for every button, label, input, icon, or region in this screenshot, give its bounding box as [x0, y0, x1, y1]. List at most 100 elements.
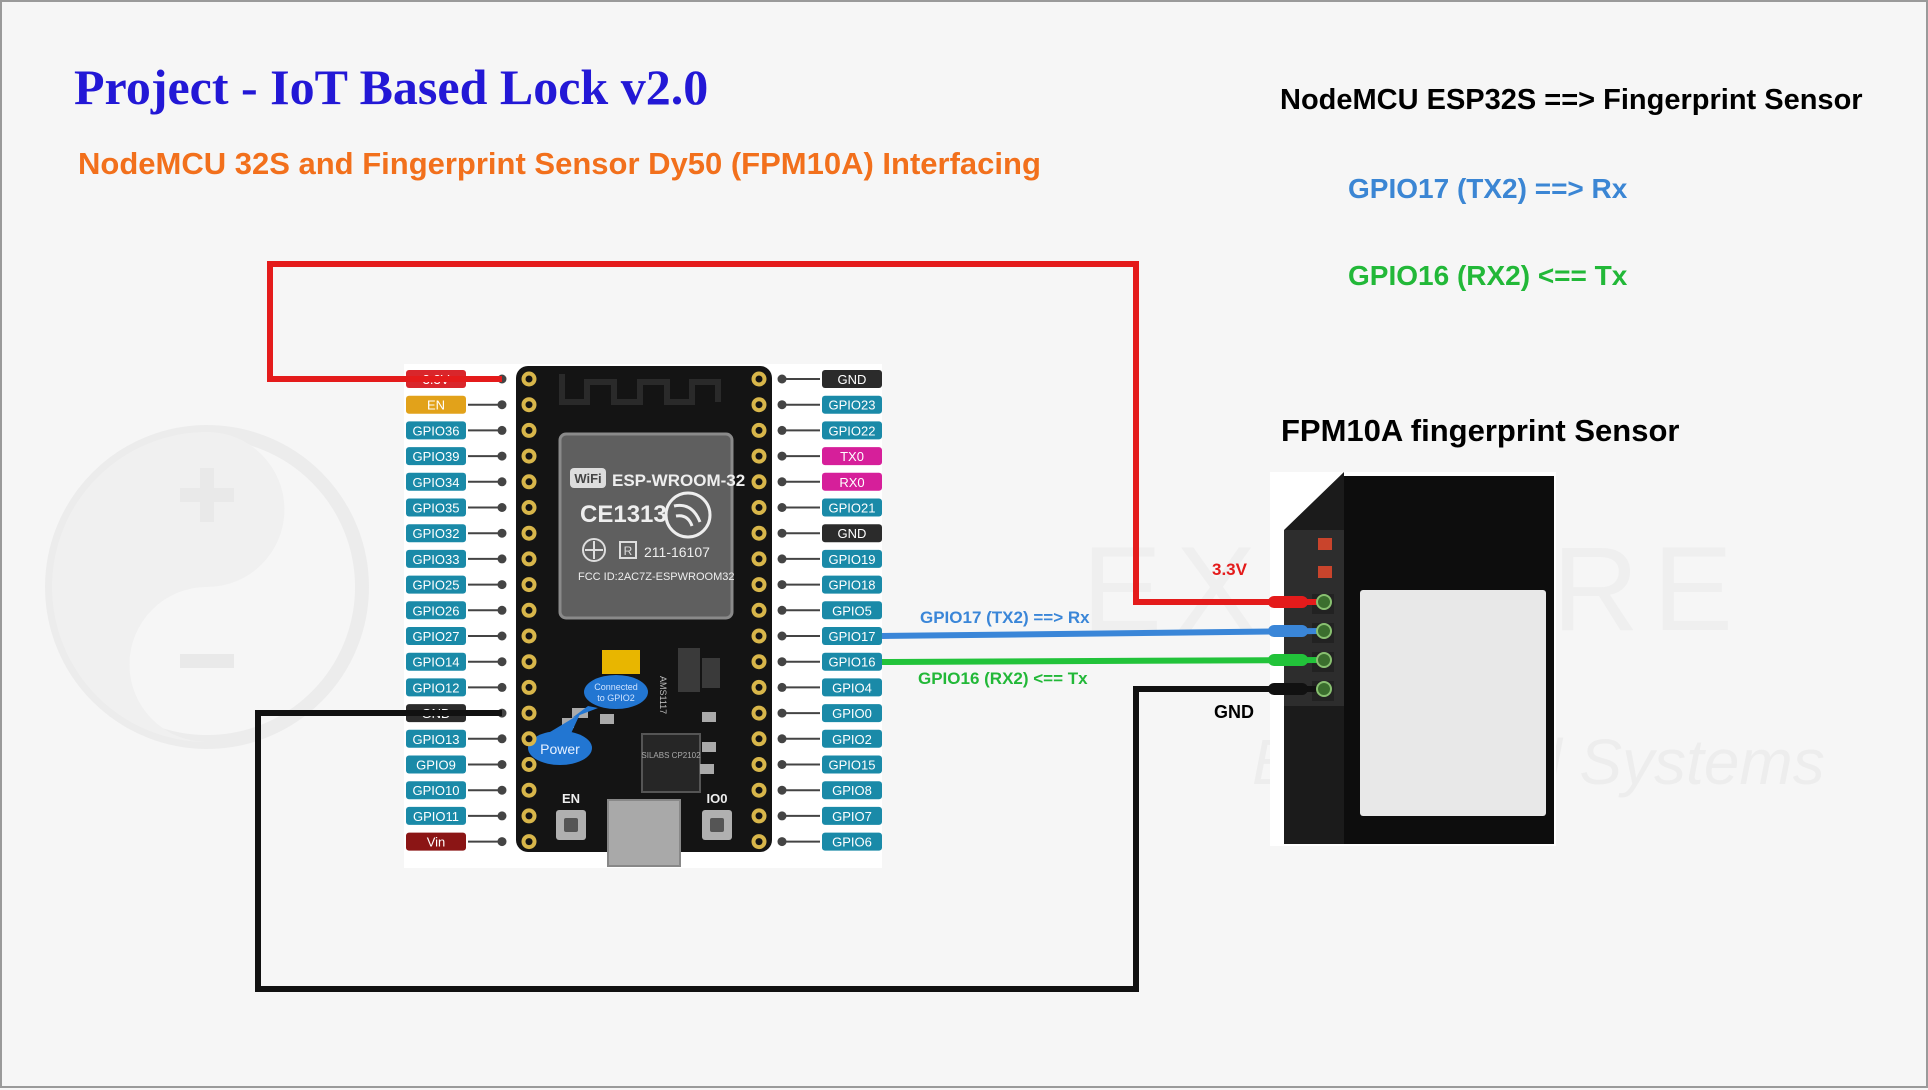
left-pin-label: GPIO9: [416, 758, 456, 773]
wire-power: [267, 261, 1320, 608]
io0-button-label: IO0: [707, 791, 728, 806]
right-pin-label: GPIO4: [832, 680, 872, 695]
right-pin-3: TX0: [751, 447, 882, 466]
wifi-icon: WiFi: [574, 471, 601, 486]
left-pin-header: 3.3VENGPIO36GPIO39GPIO34GPIO35GPIO32GPIO…: [406, 370, 537, 851]
left-pin-1: EN: [406, 395, 537, 414]
left-pin-12: GPIO12: [406, 678, 537, 697]
usb-chip-label: SILABS CP2102: [641, 751, 701, 760]
callout-power: Power: [528, 714, 592, 765]
gnd-wire-label: GND: [1214, 702, 1254, 722]
wire-tx: [881, 625, 1321, 639]
usb-uart-chip: [641, 733, 701, 793]
right-pin-label: GPIO15: [829, 758, 876, 773]
fcc-id: FCC ID:2AC7Z-ESPWROOM32: [578, 571, 734, 583]
right-pin-label: GND: [838, 372, 867, 387]
right-pin-label: GPIO16: [829, 655, 876, 670]
right-pin-12: GPIO4: [751, 678, 882, 697]
right-pin-7: GPIO19: [751, 549, 882, 568]
right-pin-label: GPIO6: [832, 835, 872, 850]
usb-port: [607, 799, 681, 867]
left-pin-label: GPIO27: [413, 629, 460, 644]
left-pin-11: GPIO14: [406, 652, 537, 671]
right-pin-17: GPIO7: [751, 806, 882, 825]
sensor-title: FPM10A fingerprint Sensor: [1281, 413, 1680, 448]
right-pin-label: TX0: [840, 449, 864, 464]
power-wire-label: 3.3V: [1212, 560, 1247, 579]
right-pin-label: GND: [838, 526, 867, 541]
left-pin-4: GPIO34: [406, 472, 537, 491]
right-pin-label: GPIO18: [829, 578, 876, 593]
left-pin-3: GPIO39: [406, 447, 537, 466]
espressif-logo-icon: [664, 491, 712, 539]
left-pin-6: GPIO32: [406, 524, 537, 543]
mapping-tx-line: GPIO17 (TX2) ==> Rx: [1348, 173, 1628, 204]
left-pin-label: GPIO12: [413, 680, 460, 695]
page-title: Project - IoT Based Lock v2.0: [74, 59, 709, 115]
right-pin-label: GPIO8: [832, 783, 872, 798]
right-pin-label: GPIO7: [832, 809, 872, 824]
led-component: [602, 650, 640, 674]
mapping-rx-line: GPIO16 (RX2) <== Tx: [1348, 260, 1628, 291]
right-pin-6: GND: [751, 524, 882, 543]
right-pin-14: GPIO2: [751, 729, 882, 748]
right-pin-header: GNDGPIO23GPIO22TX0RX0GPIO21GNDGPIO19GPIO…: [751, 370, 882, 851]
left-pin-17: GPIO11: [406, 806, 537, 825]
left-pin-label: GPIO14: [413, 655, 460, 670]
callout-connected-gpio2: Connected to GPIO2: [572, 675, 648, 718]
right-pin-18: GPIO6: [751, 832, 882, 851]
left-pin-label: Vin: [427, 835, 446, 850]
left-pin-2: GPIO36: [406, 421, 537, 440]
left-pin-label: GPIO35: [413, 501, 460, 516]
right-pin-8: GPIO18: [751, 575, 882, 594]
right-pin-label: GPIO0: [832, 706, 872, 721]
svg-text:R: R: [624, 544, 633, 558]
right-pin-15: GPIO15: [751, 755, 882, 774]
left-pin-15: GPIO9: [406, 755, 537, 774]
left-pin-14: GPIO13: [406, 729, 537, 748]
cert-logo-icon: [582, 538, 606, 562]
right-pin-0: GND: [751, 370, 882, 388]
left-pin-label: GPIO32: [413, 526, 460, 541]
right-pin-16: GPIO8: [751, 781, 882, 800]
left-pin-label: GPIO13: [413, 732, 460, 747]
left-pin-10: GPIO27: [406, 627, 537, 645]
left-pin-label: GPIO36: [413, 423, 460, 438]
wire-gnd: [255, 683, 1320, 992]
right-pin-4: RX0: [751, 472, 882, 491]
right-pin-label: GPIO22: [829, 423, 876, 438]
right-pin-label: GPIO17: [829, 629, 876, 644]
left-pin-label: GPIO39: [413, 449, 460, 464]
regulator-chip: [678, 648, 700, 692]
wire-rx: [881, 654, 1321, 666]
regulator-label: AMS1117: [658, 676, 668, 714]
right-pin-11: GPIO16: [751, 652, 882, 671]
page-subtitle: NodeMCU 32S and Fingerprint Sensor Dy50 …: [78, 146, 1041, 181]
minus-icon: [180, 654, 234, 668]
left-pin-5: GPIO35: [406, 498, 537, 517]
left-pin-label: GPIO11: [413, 809, 459, 824]
left-pin-16: GPIO10: [406, 781, 537, 800]
power-note: Power: [540, 741, 580, 757]
right-pin-9: GPIO5: [751, 601, 882, 620]
right-pin-label: RX0: [839, 475, 864, 490]
cert-code: 211-16107: [644, 544, 710, 560]
right-pin-5: GPIO21: [751, 498, 882, 517]
right-pin-label: GPIO19: [829, 552, 876, 567]
svg-text:to GPIO2: to GPIO2: [597, 693, 635, 703]
left-pin-8: GPIO25: [406, 575, 537, 594]
left-pin-label: GPIO10: [413, 783, 460, 798]
left-pin-label: GPIO25: [413, 578, 460, 593]
tx-wire-label: GPIO17 (TX2) ==> Rx: [920, 608, 1090, 627]
left-pin-label: GPIO34: [413, 475, 460, 490]
en-button-label: EN: [562, 791, 580, 806]
right-pin-10: GPIO17: [751, 627, 882, 645]
right-pin-13: GPIO0: [751, 704, 882, 723]
right-pin-label: GPIO21: [829, 501, 876, 516]
module-name: ESP-WROOM-32: [612, 471, 745, 490]
rx-wire-label: GPIO16 (RX2) <== Tx: [918, 669, 1088, 688]
left-pin-18: Vin: [406, 832, 537, 851]
left-pin-label: GPIO26: [413, 603, 460, 618]
